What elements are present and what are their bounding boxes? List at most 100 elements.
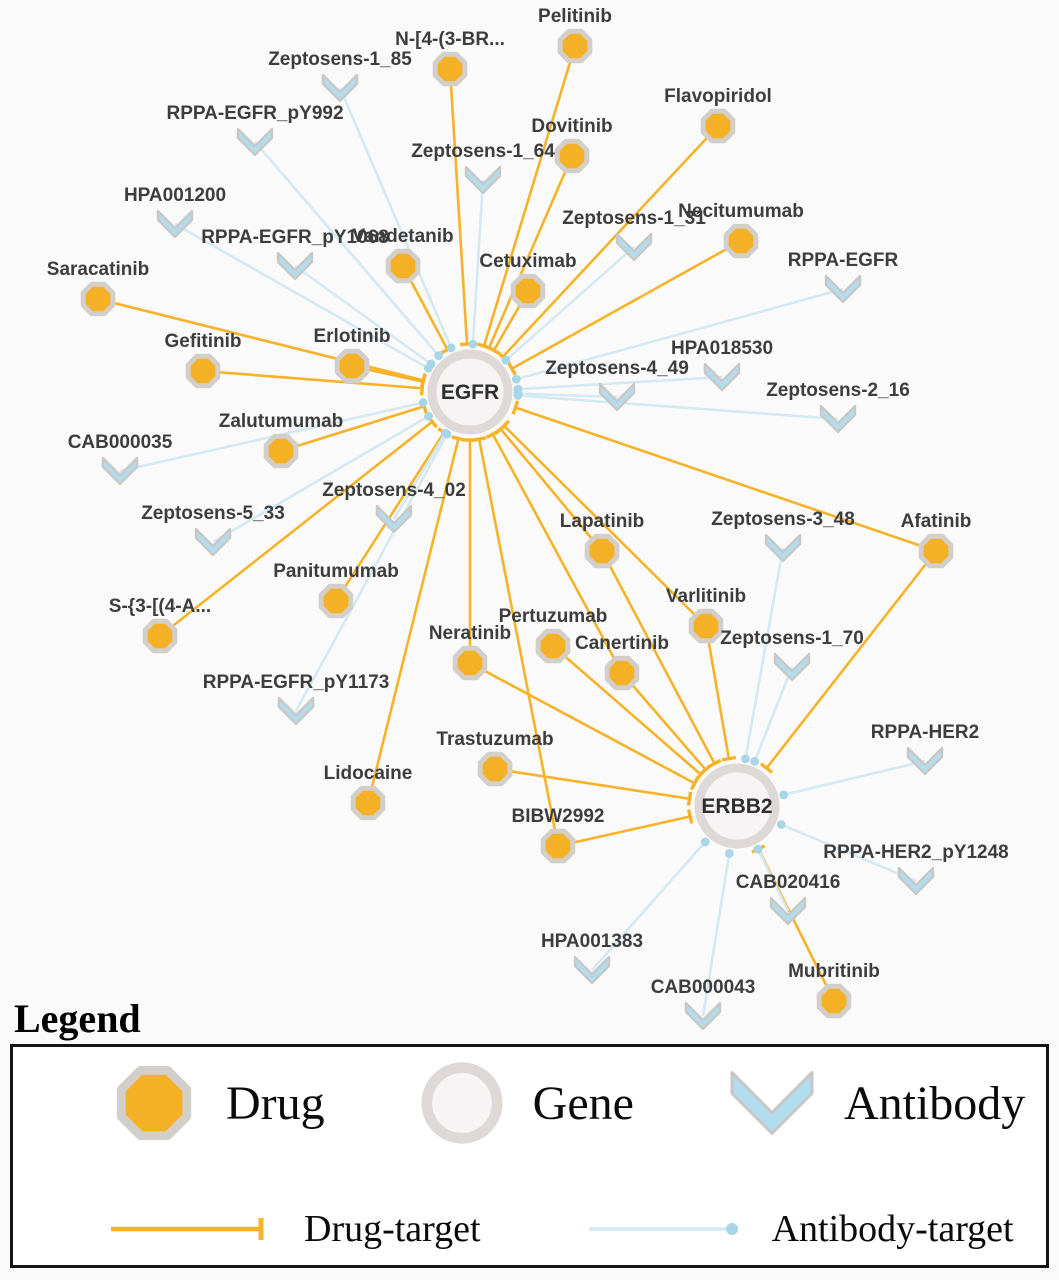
drug-target-edge xyxy=(280,405,425,453)
drug-target-edge xyxy=(482,45,577,347)
antibody-node[interactable] xyxy=(897,866,935,896)
drug-node[interactable] xyxy=(350,785,386,821)
drug-target-edge xyxy=(515,406,937,553)
drug-label: Pelitinib xyxy=(538,6,612,27)
drug-node[interactable] xyxy=(816,983,852,1019)
drug-node[interactable] xyxy=(510,273,546,309)
drug-node[interactable] xyxy=(185,353,221,389)
antibody-node[interactable] xyxy=(464,165,502,195)
drug-label: Pertuzumab xyxy=(499,606,608,627)
antibody-node[interactable] xyxy=(573,955,611,985)
drug-label: S-{3-[(4-A... xyxy=(109,596,211,617)
antibody-edge-dot xyxy=(446,343,456,353)
drug-node[interactable] xyxy=(385,248,421,284)
drug-target-edge xyxy=(494,767,690,801)
antibody-node[interactable] xyxy=(277,696,315,726)
drug-node[interactable] xyxy=(554,138,590,174)
drug-target-edge xyxy=(477,438,560,847)
antibody-label: Zeptosens-3_48 xyxy=(711,509,855,530)
antibody-node[interactable] xyxy=(101,456,139,486)
antibody-node[interactable] xyxy=(703,362,741,392)
antibody-node[interactable] xyxy=(194,527,232,557)
antibody-node[interactable] xyxy=(321,73,359,103)
antibody-edge-dot xyxy=(750,756,760,766)
drug-label: Vandetanib xyxy=(352,226,453,247)
drug-label: Varlitinib xyxy=(666,586,746,607)
antibody-label: RPPA-EGFR_pY992 xyxy=(166,103,343,124)
antibody-target-edge xyxy=(517,375,723,391)
antibody-node[interactable] xyxy=(375,504,413,534)
drug-node[interactable] xyxy=(918,533,954,569)
antibody-target-edge xyxy=(756,848,790,912)
antibody-node[interactable] xyxy=(615,232,653,262)
legend-item-drug: Drug xyxy=(108,1057,325,1149)
antibody-edge-dot xyxy=(753,844,763,854)
legend-drug-target-label: Drug-target xyxy=(304,1208,481,1250)
drug-node[interactable] xyxy=(318,583,354,619)
drug-label: Erlotinib xyxy=(313,326,390,347)
drug-node[interactable] xyxy=(80,281,116,317)
antibody-target-edge xyxy=(701,853,731,1017)
antibody-label: RPPA-HER2_pY1248 xyxy=(823,842,1009,863)
drug-node[interactable] xyxy=(604,655,640,691)
antibody-node[interactable] xyxy=(598,382,636,412)
drug-node[interactable] xyxy=(452,645,488,681)
antibody-target-edge xyxy=(174,222,429,370)
drug-node[interactable] xyxy=(557,28,593,64)
labels-layer: Zeptosens-1_85RPPA-EGFR_pY992HPA001200RP… xyxy=(47,6,1009,998)
legend-drug-label: Drug xyxy=(226,1076,325,1130)
drug-edge-tee xyxy=(419,374,427,389)
antibody-target-line-icon xyxy=(588,1223,738,1235)
legend-box: Drug Gene Antibody Drug-target xyxy=(10,1044,1049,1268)
nodes-layer xyxy=(80,28,954,1031)
gene-node[interactable] xyxy=(694,763,780,849)
antibody-node[interactable] xyxy=(824,274,862,304)
antibody-edge-dot xyxy=(724,848,734,858)
antibody-label: RPPA-EGFR_pY1068 xyxy=(201,227,389,248)
drug-target-edge xyxy=(159,420,434,638)
drug-node[interactable] xyxy=(432,51,468,87)
antibody-node[interactable] xyxy=(276,251,314,281)
drug-node[interactable] xyxy=(334,348,370,384)
drug-label: Cetuximab xyxy=(479,251,576,272)
drug-node[interactable] xyxy=(700,108,736,144)
antibody-edge-dot xyxy=(776,820,786,829)
drug-node[interactable] xyxy=(142,618,178,654)
drug-edge-tee xyxy=(699,763,713,776)
drug-target-edge xyxy=(511,239,742,370)
gene-label: ERBB2 xyxy=(701,795,772,818)
drug-target-edge xyxy=(491,433,624,674)
antibody-node[interactable] xyxy=(773,652,811,682)
legend-antibody-label: Antibody xyxy=(843,1076,1026,1130)
drug-node[interactable] xyxy=(584,533,620,569)
antibody-target-edge xyxy=(591,841,707,971)
drug-target-edge xyxy=(765,550,938,769)
gene-node[interactable] xyxy=(427,349,513,435)
antibody-node[interactable] xyxy=(819,404,857,434)
drug-target-edge xyxy=(503,424,707,627)
drug-label: BIBW2992 xyxy=(512,806,605,827)
antibody-node[interactable] xyxy=(684,1001,722,1031)
drug-node[interactable] xyxy=(723,223,759,259)
antibody-target-edge xyxy=(744,547,785,759)
antibody-label: RPPA-HER2 xyxy=(871,722,979,743)
drug-node[interactable] xyxy=(477,751,513,787)
drug-edge-tee xyxy=(759,762,774,774)
antibody-label: CAB000043 xyxy=(651,977,756,998)
antibody-node[interactable] xyxy=(906,746,944,776)
antibody-node[interactable] xyxy=(156,209,194,239)
drug-node[interactable] xyxy=(263,433,299,469)
antibody-node[interactable] xyxy=(236,127,274,157)
drug-node[interactable] xyxy=(688,608,724,644)
drug-target-edge xyxy=(202,369,423,390)
antibody-edge-dot xyxy=(434,351,444,361)
drug-edge-tee xyxy=(721,755,737,762)
antibody-node[interactable] xyxy=(769,896,807,926)
drug-node[interactable] xyxy=(540,828,576,864)
drug-edge-tee xyxy=(507,361,517,376)
drug-label: N-[4-(3-BR... xyxy=(395,29,505,50)
drug-node[interactable] xyxy=(535,628,571,664)
antibody-node[interactable] xyxy=(764,533,802,563)
antibody-target-edge xyxy=(392,432,447,520)
gene-label: EGFR xyxy=(441,381,499,404)
